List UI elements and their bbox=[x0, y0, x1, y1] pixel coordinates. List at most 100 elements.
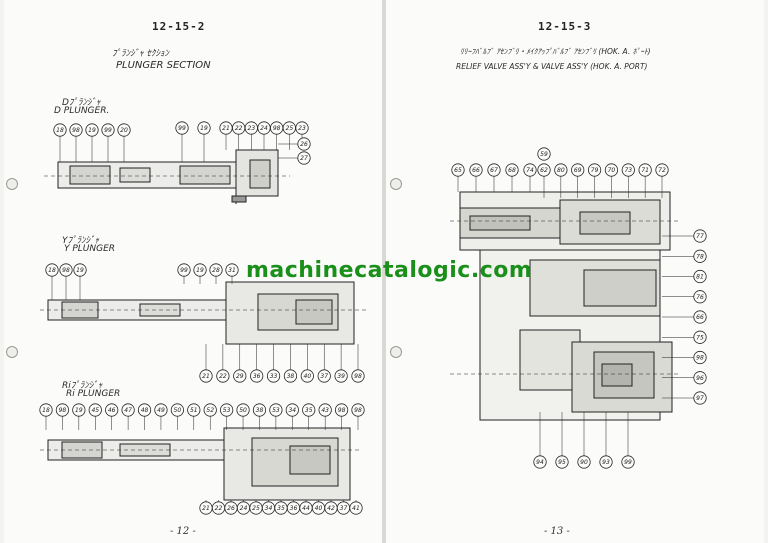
callout-label: 99 bbox=[104, 127, 112, 134]
callout-circle bbox=[693, 249, 707, 263]
callout-label: 38 bbox=[287, 373, 295, 380]
callout-label: 72 bbox=[658, 167, 666, 174]
callout-label: 76 bbox=[696, 294, 704, 301]
callout-label: 51 bbox=[190, 407, 198, 414]
callout-circle bbox=[693, 290, 707, 304]
callout-label: 75 bbox=[696, 334, 704, 341]
callout-label: 98 bbox=[59, 407, 67, 414]
callout-label: 28 bbox=[212, 267, 220, 274]
callout-label: 36 bbox=[290, 505, 298, 512]
callout-label: 53 bbox=[272, 407, 280, 414]
callout-circle bbox=[523, 163, 537, 177]
callout-circle bbox=[187, 403, 201, 417]
callout-circle bbox=[297, 137, 311, 151]
callout-label: 98 bbox=[62, 267, 70, 274]
callout-label: 21 bbox=[222, 125, 230, 132]
callout-circle bbox=[302, 403, 316, 417]
callout-circle bbox=[170, 403, 184, 417]
callout-circle bbox=[693, 229, 707, 243]
callout-circle bbox=[39, 403, 53, 417]
callout-label: 42 bbox=[327, 505, 335, 512]
callout-circle bbox=[236, 403, 250, 417]
callout-label: 99 bbox=[178, 125, 186, 132]
callout-label: 37 bbox=[320, 373, 328, 380]
callout-circle bbox=[555, 455, 569, 469]
callout-label: 80 bbox=[557, 167, 565, 174]
callout-circle bbox=[73, 263, 87, 277]
callout-label: 43 bbox=[321, 407, 329, 414]
callout-label: 94 bbox=[536, 459, 544, 466]
callout-label: 40 bbox=[304, 373, 312, 380]
relief-valve-drawing bbox=[450, 191, 680, 421]
callout-label: 53 bbox=[223, 407, 231, 414]
callout-label: 66 bbox=[472, 167, 480, 174]
callout-label: 93 bbox=[602, 459, 610, 466]
callout-circle bbox=[285, 403, 299, 417]
callout-label: 52 bbox=[206, 407, 214, 414]
callout-label: 99 bbox=[180, 267, 188, 274]
callout-circle bbox=[318, 403, 332, 417]
callout-circle bbox=[175, 121, 189, 135]
callout-circle bbox=[72, 403, 86, 417]
binder-hole-icon bbox=[390, 346, 402, 358]
callout-circle bbox=[154, 403, 168, 417]
binder-hole-icon bbox=[6, 178, 18, 190]
callout-label: 24 bbox=[260, 125, 268, 132]
left-section-title: PLUNGER SECTION bbox=[116, 60, 211, 71]
callout-circle bbox=[101, 123, 115, 137]
callout-label: 36 bbox=[253, 373, 261, 380]
callout-label: 98 bbox=[696, 355, 704, 362]
ri-plunger-label-jp: Riﾌﾟﾗﾝｼﾞｬ bbox=[62, 381, 103, 391]
callout-label: 41 bbox=[352, 505, 360, 512]
callout-circle bbox=[693, 310, 707, 324]
callout-circle bbox=[604, 163, 619, 177]
callout-circle bbox=[177, 263, 191, 277]
binder-hole-icon bbox=[390, 178, 402, 190]
callout-circle bbox=[537, 163, 551, 177]
callout-label: 19 bbox=[196, 267, 204, 274]
callout-circle bbox=[349, 501, 363, 515]
callout-circle bbox=[283, 369, 298, 383]
callout-circle bbox=[121, 403, 135, 417]
callout-circle bbox=[59, 263, 73, 277]
callout-circle bbox=[469, 163, 483, 177]
callout-label: 22 bbox=[235, 125, 243, 132]
d-plunger-drawing bbox=[44, 149, 290, 204]
callout-label: 98 bbox=[72, 127, 80, 134]
callout-label: 65 bbox=[454, 167, 462, 174]
callout-label: 99 bbox=[624, 459, 632, 466]
callout-label: 23 bbox=[248, 125, 256, 132]
callout-label: 73 bbox=[624, 167, 632, 174]
callout-label: 98 bbox=[338, 407, 346, 414]
callout-circle bbox=[621, 163, 635, 177]
ri-plunger-drawing bbox=[40, 427, 362, 501]
callout-label: 69 bbox=[574, 167, 582, 174]
callout-label: 40 bbox=[315, 505, 323, 512]
callout-circle bbox=[69, 123, 83, 137]
callout-circle bbox=[300, 369, 314, 383]
callout-circle bbox=[197, 121, 211, 135]
callout-circle bbox=[193, 263, 207, 277]
callout-label: 77 bbox=[696, 233, 704, 240]
y-plunger-drawing bbox=[40, 281, 366, 345]
callout-circle bbox=[216, 369, 230, 383]
callout-label: 24 bbox=[240, 505, 248, 512]
callout-label: 35 bbox=[277, 505, 285, 512]
callout-label: 49 bbox=[157, 407, 165, 414]
callout-label: 38 bbox=[256, 407, 264, 414]
y-plunger-label-jp: Yﾌﾟﾗﾝｼﾞｬ bbox=[62, 236, 99, 246]
callout-label: 98 bbox=[273, 125, 281, 132]
callout-label: 46 bbox=[108, 407, 116, 414]
callout-circle bbox=[203, 403, 217, 417]
right-section-title: RELIEF VALVE ASS'Y & VALVE ASS'Y (HOK. A… bbox=[456, 62, 648, 71]
callout-label: 35 bbox=[305, 407, 313, 414]
callout-circle bbox=[351, 403, 365, 417]
callout-label: 34 bbox=[288, 407, 296, 414]
callout-circle bbox=[269, 403, 283, 417]
ri-plunger-label: Ri PLUNGER bbox=[66, 389, 121, 399]
callout-label: 33 bbox=[270, 373, 278, 380]
callout-circle bbox=[233, 369, 247, 383]
callout-label: 71 bbox=[641, 167, 649, 174]
